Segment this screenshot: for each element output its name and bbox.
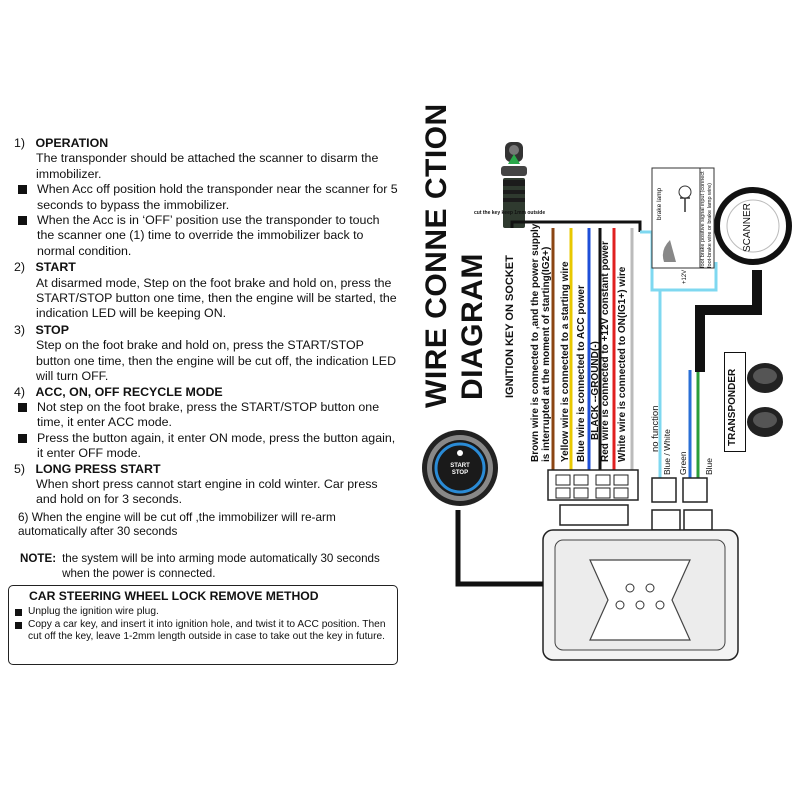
steering-lock-box: CAR STEERING WHEEL LOCK REMOVE METHOD Un… (8, 585, 398, 665)
scanner-label: SCANNER (742, 203, 753, 252)
instructions-panel: 1) OPERATION The transponder should be a… (14, 136, 399, 539)
white-wire-label: White wire is connected to ON(IG1+) wire (617, 266, 628, 462)
blue-white-label: Blue / White (662, 429, 672, 475)
start-stop-button-icon (422, 430, 498, 506)
blue-label: Blue (704, 457, 714, 475)
ignition-key-icon (501, 142, 527, 228)
red-wire-label: Red wire is connected to +12V constant p… (600, 241, 611, 462)
transponder-label: TRANSPONDER (727, 368, 738, 446)
acc-bullet: Not step on the foot brake, press the ST… (14, 400, 399, 431)
stop-text: Step on the foot brake and hold on, pres… (36, 338, 397, 384)
long-press-heading: 5) LONG PRESS START (14, 461, 161, 476)
stop-heading: 3) STOP (14, 322, 69, 337)
operation-intro: The transponder should be attached the s… (36, 151, 379, 181)
steering-lock-list: Unplug the ignition wire plug. Copy a ca… (15, 606, 390, 644)
brake-lamp-label: brake lamp (656, 187, 663, 220)
bullet-square-icon (15, 621, 22, 629)
plus12v-label: +12V (682, 269, 688, 284)
bullet-square-icon (18, 433, 27, 443)
operation-bullet: When Acc off position hold the transpond… (14, 182, 399, 213)
item6: 6) When the engine will be cut off ,the … (18, 509, 336, 539)
operation-bullet: When the Acc is in ‘OFF’ position use th… (14, 213, 399, 259)
brown-wire-label: Brown wire is connected to ,and the powe… (530, 223, 552, 462)
start-heading: 2) START (14, 260, 76, 275)
acc-bullet: Press the button again, it enter ON mode… (14, 431, 399, 462)
key-note: cut the key keep 1mm outside (474, 210, 546, 216)
operation-heading: 1) OPERATION (14, 136, 109, 150)
bullet-square-icon (18, 216, 27, 226)
green-label: Green (678, 451, 688, 475)
note-label: NOTE: (20, 552, 57, 565)
steering-lock-title: CAR STEERING WHEEL LOCK REMOVE METHOD (29, 589, 319, 603)
bullet-square-icon (18, 185, 27, 195)
bullet-square-icon (15, 609, 22, 616)
note: NOTE: the system will be into arming mod… (20, 552, 400, 581)
ignition-socket-label: IGNITION KEY ON SOCKET (504, 255, 516, 398)
long-press-text: When short press cannot start engine in … (36, 476, 378, 507)
start-stop-label: START STOP (450, 463, 470, 476)
blue-wire-label: Blue wire is connected to ACC power (576, 285, 587, 462)
no-function-label: no function (650, 405, 661, 452)
note-text: the system will be into arming mode auto… (62, 552, 380, 580)
start-text: At disarmed mode, Step on the foot brake… (36, 275, 397, 321)
brake-note: foot brake positive signal input (connec… (700, 171, 713, 268)
list-item: Copy a car key, and insert it into ignit… (15, 619, 390, 644)
bullet-square-icon (18, 402, 27, 412)
acc-heading: 4) ACC, ON, OFF RECYCLE MODE (14, 384, 223, 399)
list-item: Unplug the ignition wire plug. (15, 606, 390, 619)
yellow-wire-label: Yellow wire is connected to a starting w… (560, 261, 571, 462)
transponder-label-box (724, 352, 746, 452)
